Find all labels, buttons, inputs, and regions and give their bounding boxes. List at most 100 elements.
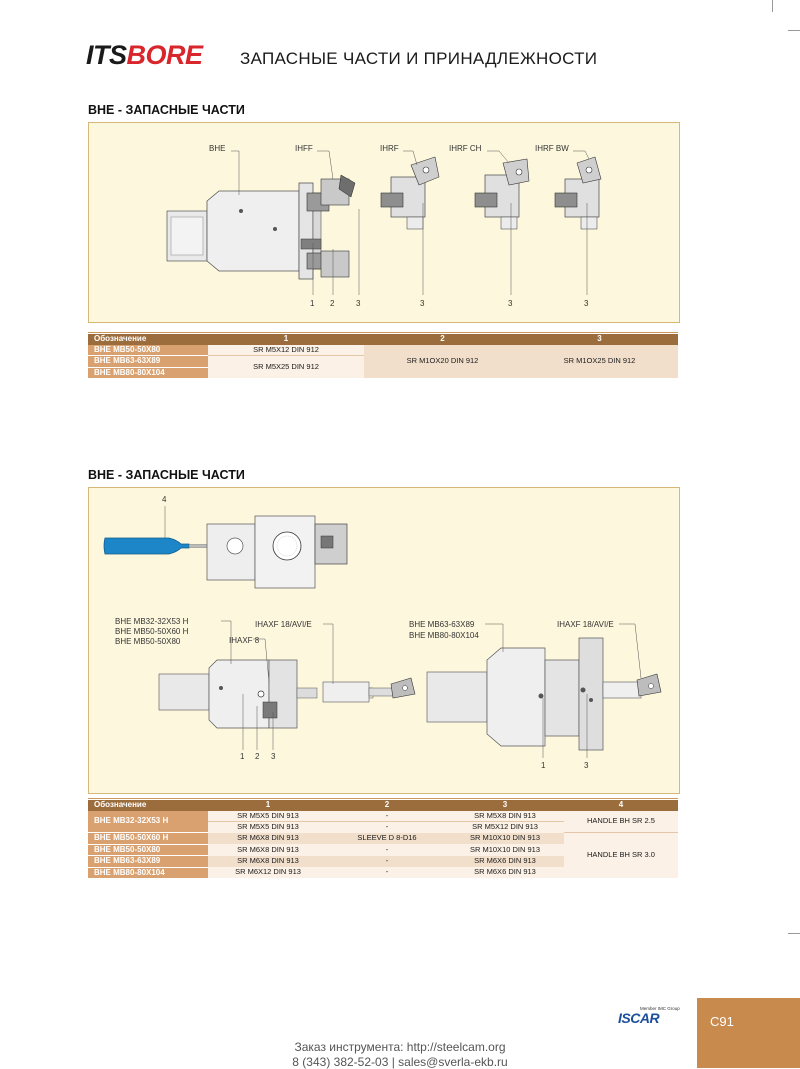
table-top-line	[88, 332, 678, 333]
label-3: 3	[584, 761, 589, 770]
footer-contact-line: 8 (343) 382-52-03 | sales@sverla-ekb.ru	[292, 1055, 508, 1069]
label-3: 3	[271, 752, 276, 761]
table-header-cell: Обозначение	[88, 334, 208, 345]
table-cell: SR M6X12 DIN 913	[208, 867, 328, 878]
table-cell: SR M5X12 DIN 913	[446, 821, 564, 833]
section-title: BHE - ЗАПАСНЫЕ ЧАСТИ	[88, 468, 245, 482]
table-row: BHE MB63-63X89 SR M6X8 DIN 913 - SR M6X6…	[88, 855, 678, 867]
table-row: SR M5X5 DIN 913 - SR M5X12 DIN 913	[88, 821, 678, 833]
table-cell: SR M10X10 DIN 913	[446, 844, 564, 856]
designation-cell: BHE MB80-80X104	[88, 366, 208, 378]
designation-cell: BHE MB50-50X60 H	[88, 832, 208, 844]
table-header-cell: 3	[521, 334, 678, 345]
ihaxf-18-left-drawing	[322, 677, 416, 703]
table-cell: HANDLE BH SR 2.5	[564, 810, 678, 833]
table-cell: -	[328, 844, 446, 856]
label-bhe-mb63: BHE MB63-63X89	[409, 620, 475, 629]
itsbore-logo: ITSBORE	[86, 40, 203, 70]
ihrf-ch-drawing	[474, 158, 530, 230]
table-row: BHE MB80-80X104 SR M6X12 DIN 913 - SR M6…	[88, 866, 678, 878]
table-cell: SLEEVE D 8-D16	[328, 832, 446, 844]
table-cell: -	[328, 867, 446, 878]
table-cell: SR M1OX25 DIN 912	[521, 344, 678, 378]
label-4: 4	[162, 495, 167, 504]
table-cell: SR M5X5 DIN 913	[208, 821, 328, 833]
table-cell: -	[328, 810, 446, 822]
crop-mark	[772, 0, 773, 12]
bhe-large-drawing	[426, 637, 662, 751]
table-row: BHE MB50-50X80 SR M5X12 DIN 912 SR M1OX2…	[88, 344, 678, 378]
table-cell: SR M5X25 DIN 912	[208, 355, 364, 378]
label-bhe-mb32: BHE MB32-32X53 H	[115, 617, 189, 626]
footer-order-line: Заказ инструмента: http://steelcam.org	[294, 1040, 506, 1054]
spare-parts-table-2: Обозначение 1 2 3 4 BHE MB32-32X53 H SR …	[88, 800, 678, 878]
label-ihrf: IHRF	[380, 144, 399, 153]
label-ihaxf-18-left: IHAXF 18/AVI/E	[255, 620, 312, 629]
table-cell: SR M5X5 DIN 913	[208, 810, 328, 822]
table-cell: -	[328, 821, 446, 833]
figure-panel: BHE IHFF IHRF IHRF CH IHRF BW 1 2 3 3 3 …	[88, 122, 680, 323]
table-cell: SR M5X8 DIN 913	[446, 810, 564, 822]
table-header-cell: 2	[364, 334, 521, 345]
table-cell: SR M6X6 DIN 913	[446, 867, 564, 878]
crop-mark	[788, 30, 800, 31]
table-header-cell: 3	[446, 800, 564, 811]
table-cell: SR M6X8 DIN 913	[208, 855, 328, 867]
table-cell: SR M6X8 DIN 913	[208, 832, 328, 844]
iscar-logo: ISCAR	[618, 1010, 660, 1026]
bhe-tool-drawing	[166, 182, 322, 280]
label-3: 3	[584, 299, 589, 308]
leader-lines	[231, 150, 590, 295]
table-header-cell: 1	[208, 334, 364, 345]
table-header-cell: Обозначение	[88, 800, 208, 811]
label-3: 3	[356, 299, 361, 308]
label-bhe-mb50-60: BHE MB50-50X60 H	[115, 627, 189, 636]
label-2: 2	[330, 299, 335, 308]
label-ihrf-bw: IHRF BW	[535, 144, 569, 153]
spare-parts-diagram: BHE IHFF IHRF IHRF CH IHRF BW 1 2 3 3 3 …	[166, 144, 602, 308]
label-3: 3	[508, 299, 513, 308]
label-ihaxf-8: IHAXF 8	[229, 636, 260, 645]
designation-cell: BHE MB32-32X53 H	[88, 810, 208, 833]
boring-head-top-drawing	[206, 515, 348, 589]
page-number: C91	[710, 1014, 734, 1029]
page-number-box	[697, 998, 800, 1068]
section-title: BHE - ЗАПАСНЫЕ ЧАСТИ	[88, 103, 245, 117]
table-row: BHE MB50-50X80 SR M6X8 DIN 913 - SR M10X…	[88, 843, 678, 856]
figure-panel: 4 BHE MB32-32X53 H BHE MB50-50X60 H BHE …	[88, 487, 680, 794]
table-top-line	[88, 798, 678, 799]
table-row: BHE MB63-63X89 SR M5X25 DIN 912	[88, 355, 678, 378]
page-title: ЗАПАСНЫЕ ЧАСТИ И ПРИНАДЛЕЖНОСТИ	[240, 49, 598, 68]
table-cell: SR M6X6 DIN 913	[446, 855, 564, 867]
designation-cell: BHE MB50-50X80	[88, 843, 208, 856]
table-row: BHE MB80-80X104	[88, 366, 678, 378]
designation-cell: BHE MB63-63X89	[88, 355, 208, 367]
label-1: 1	[240, 752, 245, 761]
designation-cell: BHE MB63-63X89	[88, 855, 208, 867]
table-row: BHE MB32-32X53 H SR M5X5 DIN 913 - SR M5…	[88, 810, 678, 833]
table-row: BHE MB50-50X60 H SR M6X8 DIN 913 SLEEVE …	[88, 832, 678, 878]
label-3: 3	[420, 299, 425, 308]
table-header-cell: 1	[208, 800, 328, 811]
crop-mark	[788, 933, 800, 934]
spare-parts-diagram-2: 4 BHE MB32-32X53 H BHE MB50-50X60 H BHE …	[103, 495, 662, 770]
designation-cell: BHE MB80-80X104	[88, 866, 208, 878]
table-cell: -	[328, 855, 446, 867]
table-header-cell: 4	[564, 800, 678, 811]
label-bhe-mb50-80: BHE MB50-50X80	[115, 637, 181, 646]
label-bhe-mb80: BHE MB80-80X104	[409, 631, 479, 640]
label-ihff: IHFF	[295, 144, 313, 153]
table-cell: HANDLE BH SR 3.0	[564, 832, 678, 878]
leader-lines	[164, 506, 642, 758]
table-header-row: Обозначение 1 2 3	[88, 334, 678, 345]
ihrf-bw-drawing	[554, 156, 602, 230]
table-cell: SR M1OX20 DIN 912	[364, 344, 521, 378]
label-ihaxf-18-right: IHAXF 18/AVI/E	[557, 620, 614, 629]
spare-parts-table-1: Обозначение 1 2 3 BHE MB50-50X80 SR M5X1…	[88, 334, 678, 378]
designation-cell: BHE MB50-50X80	[88, 344, 208, 356]
label-bhe: BHE	[209, 144, 225, 153]
table-header-row: Обозначение 1 2 3 4	[88, 800, 678, 811]
table-cell: SR M10X10 DIN 913	[446, 832, 564, 844]
label-1: 1	[541, 761, 546, 770]
table-header-cell: 2	[328, 800, 446, 811]
